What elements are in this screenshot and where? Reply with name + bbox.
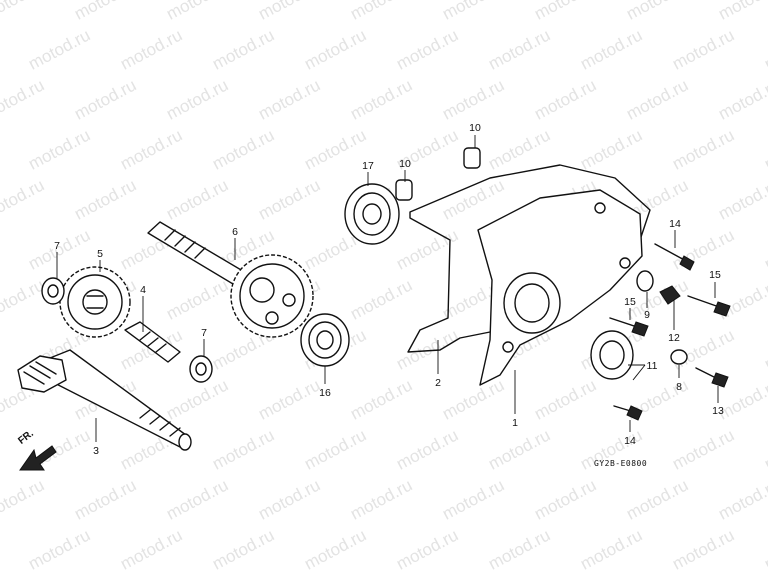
part-plug-12 [659, 285, 681, 305]
diagram-code: GY2B-E0800 [594, 459, 648, 468]
callout-2: 2 [435, 377, 441, 389]
part-bolt-14-top [654, 243, 695, 271]
part-dowel-10-top [463, 147, 481, 169]
leader-lines [56, 135, 719, 442]
callout-8: 8 [676, 381, 682, 393]
part-bearing-16 [300, 313, 350, 367]
callout-14-bottom: 14 [624, 435, 636, 447]
part-mainshaft [147, 221, 314, 338]
callout-15-left: 15 [624, 296, 636, 308]
part-bolt-15-right [687, 295, 731, 317]
callout-17: 17 [362, 160, 374, 172]
callout-16: 16 [319, 387, 331, 399]
part-washer-left-hole [47, 284, 59, 298]
part-bolt-15-left [609, 317, 649, 337]
part-bolt-13 [695, 367, 729, 388]
part-countershaft [17, 349, 192, 451]
callout-5: 5 [97, 248, 103, 260]
part-washer-9 [636, 270, 654, 292]
callout-12: 12 [668, 332, 680, 344]
part-washer-right-hole [195, 362, 207, 376]
callout-1: 1 [512, 417, 518, 429]
part-dowel-10-left [395, 179, 413, 201]
callout-7-right: 7 [201, 327, 207, 339]
part-shaft-small [124, 321, 181, 363]
callout-3: 3 [93, 445, 99, 457]
callout-4: 4 [140, 284, 146, 296]
callout-13: 13 [712, 405, 724, 417]
callout-7-left: 7 [54, 240, 60, 252]
callout-14-top: 14 [669, 218, 681, 230]
part-washer-8 [670, 349, 688, 365]
part-cover [477, 189, 643, 386]
callout-11: 11 [647, 360, 658, 372]
part-bearing-17 [344, 183, 400, 245]
callout-15-right: 15 [709, 269, 721, 281]
part-bolt-14-bottom [613, 405, 643, 421]
callout-9: 9 [644, 309, 650, 321]
part-seal-11 [590, 330, 634, 380]
part-gear-small [59, 266, 131, 338]
callout-6: 6 [232, 226, 238, 238]
front-direction-arrow [19, 445, 57, 471]
callout-10-top: 10 [469, 122, 481, 134]
callout-10-left: 10 [399, 158, 411, 170]
